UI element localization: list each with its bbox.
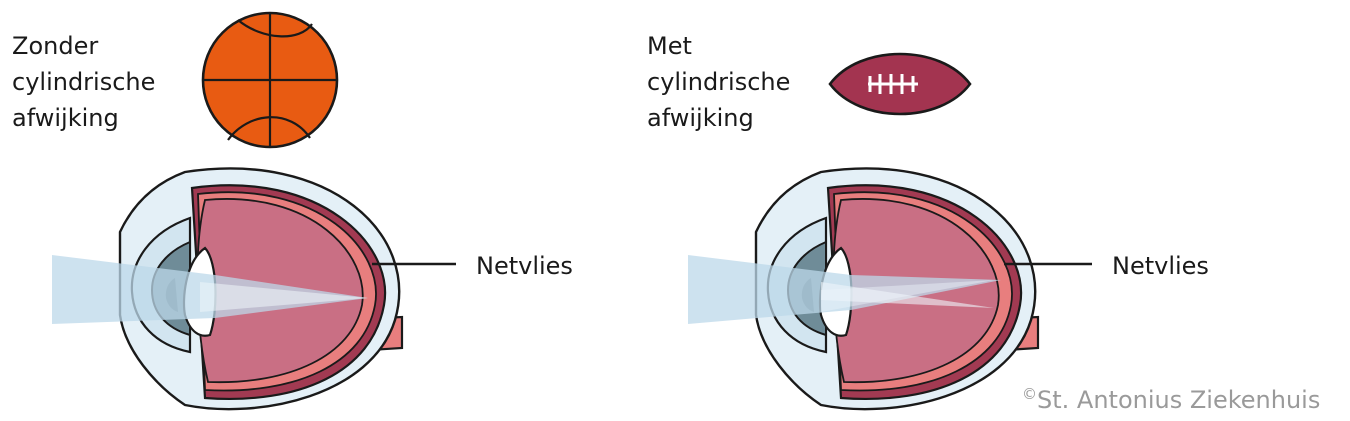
copyright-notice: ©St. Antonius Ziekenhuis: [1022, 378, 1320, 416]
left-eye: [52, 167, 456, 411]
right-focus-line-b: [821, 280, 994, 312]
left-label-line-3: afwijking: [12, 104, 119, 132]
copyright-text: St. Antonius Ziekenhuis: [1037, 386, 1321, 414]
right-focus-line-a: [821, 282, 994, 308]
right-retina-label: Netvlies: [1112, 252, 1209, 280]
copyright-symbol: ©: [1022, 385, 1037, 403]
basketball-icon: [201, 11, 339, 149]
right-label-line-2: cylindrische: [647, 68, 791, 96]
right-label-line-1: Met: [647, 32, 692, 60]
right-eye: [688, 167, 1092, 411]
american-football-icon: [828, 52, 972, 116]
left-condition-label: Zonder cylindrische afwijking: [12, 28, 155, 136]
left-focus-cone: [200, 282, 368, 312]
left-retina-label: Netvlies: [476, 252, 573, 280]
right-label-line-3: afwijking: [647, 104, 754, 132]
left-label-line-1: Zonder: [12, 32, 99, 60]
right-condition-label: Met cylindrische afwijking: [647, 28, 790, 136]
left-label-line-2: cylindrische: [12, 68, 156, 96]
